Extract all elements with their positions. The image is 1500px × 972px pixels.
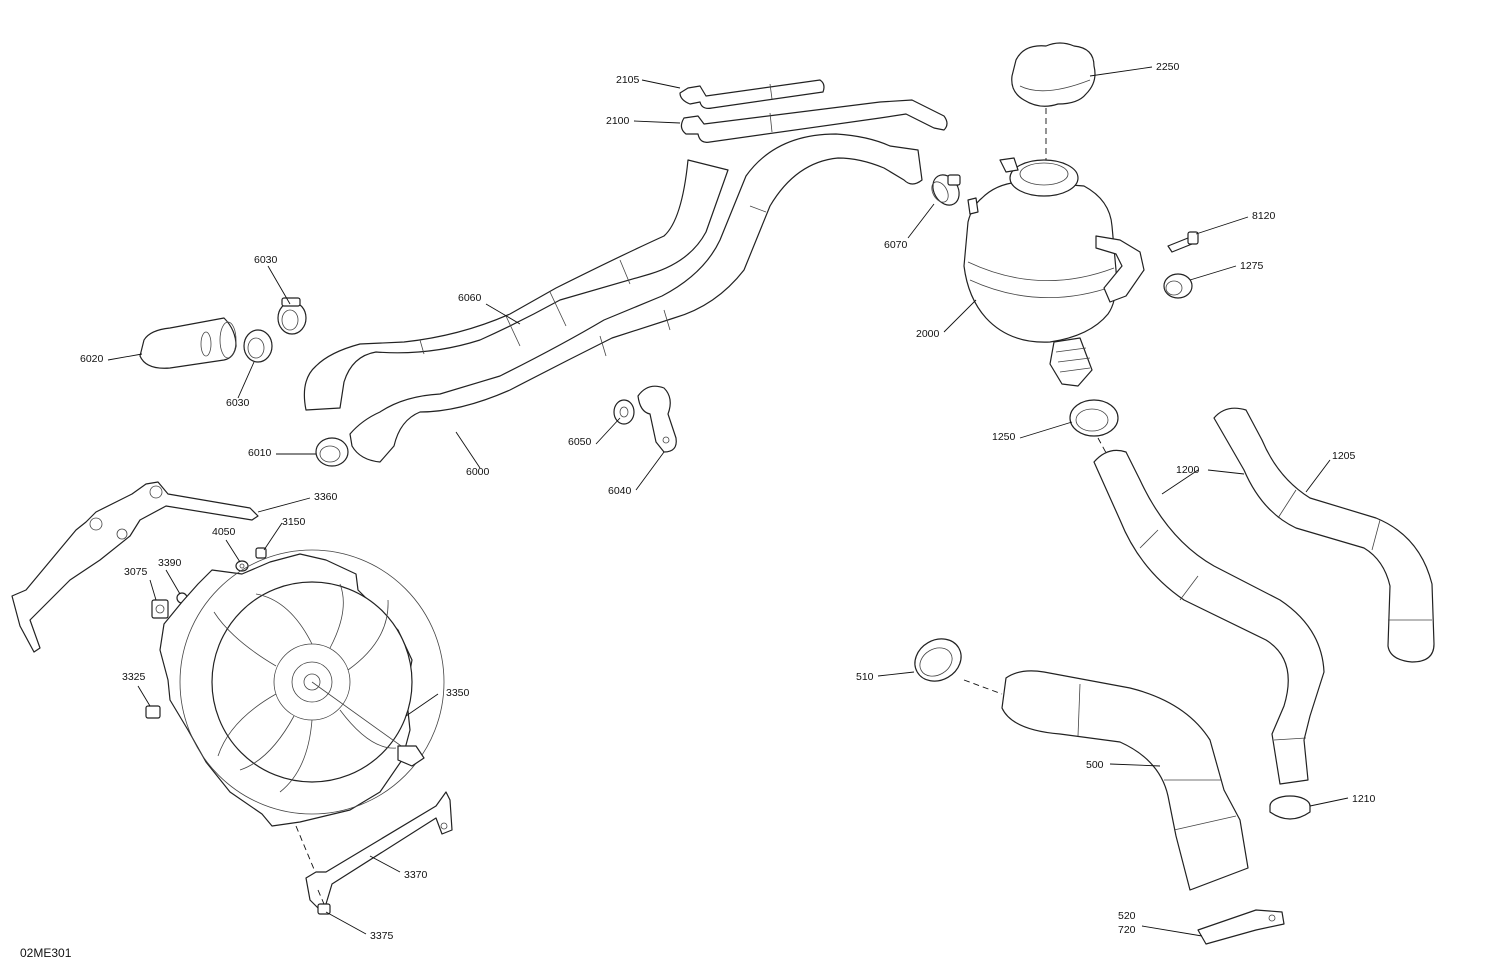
- hose-6060[interactable]: [303, 159, 729, 411]
- clamp-1275[interactable]: [1163, 273, 1193, 299]
- callout-1205: 1205: [1332, 450, 1356, 462]
- clamp-1250[interactable]: [1069, 399, 1119, 461]
- callout-3075: 3075: [124, 566, 148, 578]
- callout-510: 510: [856, 671, 874, 683]
- washer-4050[interactable]: [235, 560, 249, 572]
- coolant-tank-2000[interactable]: [963, 157, 1145, 387]
- nut-3075[interactable]: [151, 599, 169, 619]
- callout-3350: 3350: [446, 687, 470, 699]
- callout-2000: 2000: [916, 328, 940, 340]
- callout-6050: 6050: [568, 436, 592, 448]
- callout-3360: 3360: [314, 491, 338, 503]
- callout-6030-lower: 6030: [226, 397, 250, 409]
- callout-6000: 6000: [466, 466, 490, 478]
- pressure-cap-2250[interactable]: [1011, 42, 1096, 160]
- callout-2250: 2250: [1156, 61, 1180, 73]
- clamp-510[interactable]: [907, 631, 1003, 695]
- callout-3390: 3390: [158, 557, 182, 569]
- clamp-1210[interactable]: [1269, 795, 1311, 820]
- callout-3370: 3370: [404, 869, 428, 881]
- callout-3150: 3150: [282, 516, 306, 528]
- callout-6070: 6070: [884, 239, 908, 251]
- hose-2100[interactable]: [680, 99, 948, 143]
- callout-500: 500: [1086, 759, 1104, 771]
- hose-2105[interactable]: [679, 79, 825, 109]
- callout-720: 720: [1118, 924, 1136, 936]
- screw-8120[interactable]: [1167, 231, 1199, 253]
- bracket-6040[interactable]: [637, 385, 677, 453]
- callout-2100: 2100: [606, 115, 630, 127]
- callout-6020: 6020: [80, 353, 104, 365]
- callout-4050: 4050: [212, 526, 236, 538]
- diagram-code: 02ME301: [20, 946, 72, 960]
- callout-6030-upper: 6030: [254, 254, 278, 266]
- callout-3375: 3375: [370, 930, 394, 942]
- clamp-6070[interactable]: [928, 170, 965, 210]
- clamp-6030-lower[interactable]: [243, 329, 273, 363]
- callout-6040: 6040: [608, 485, 632, 497]
- clamp-520-720[interactable]: [1197, 909, 1285, 945]
- hose-1205[interactable]: [1213, 407, 1435, 663]
- callout-6060: 6060: [458, 292, 482, 304]
- callout-1275: 1275: [1240, 260, 1264, 272]
- hose-500[interactable]: [1001, 670, 1249, 891]
- callout-2105: 2105: [616, 74, 640, 86]
- hose-1200[interactable]: [1093, 449, 1325, 785]
- hose-6000[interactable]: [349, 133, 923, 463]
- callout-8120: 8120: [1252, 210, 1276, 222]
- callout-1250: 1250: [992, 431, 1016, 443]
- clamp-6030-upper[interactable]: [277, 297, 307, 335]
- nut-3325[interactable]: [145, 705, 161, 719]
- callout-1210: 1210: [1352, 793, 1376, 805]
- callout-3325: 3325: [122, 671, 146, 683]
- fan-assembly-3350[interactable]: [159, 549, 445, 875]
- leader-lines: [107, 66, 1349, 937]
- callout-1200: 1200: [1176, 464, 1200, 476]
- callout-6010: 6010: [248, 447, 272, 459]
- clamp-6010[interactable]: [315, 437, 349, 467]
- callout-520: 520: [1118, 910, 1136, 922]
- grommet-6050[interactable]: [613, 399, 635, 425]
- hose-6020[interactable]: [139, 317, 237, 369]
- support-3360[interactable]: [11, 481, 259, 653]
- screw-3375[interactable]: [317, 889, 331, 915]
- screw-3150[interactable]: [255, 547, 267, 559]
